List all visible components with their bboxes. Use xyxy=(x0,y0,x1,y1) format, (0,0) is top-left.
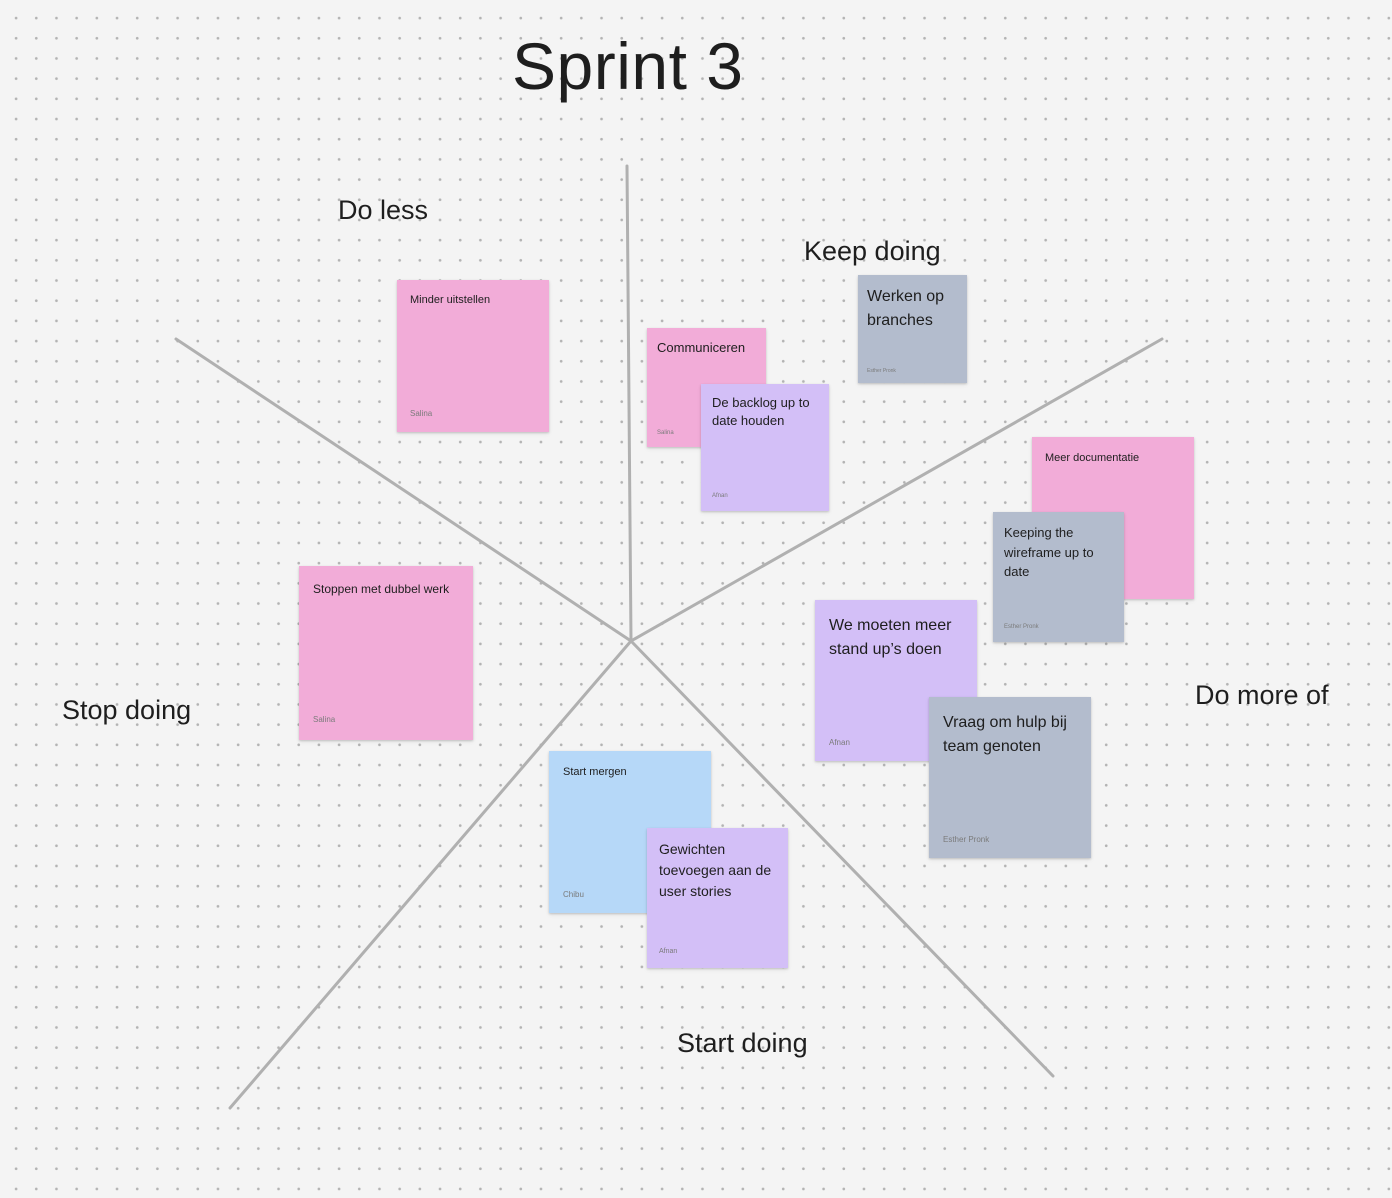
section-label-keep-doing[interactable]: Keep doing xyxy=(804,236,941,266)
sticky-note-text: Gewichten toevoegen aan de user stories xyxy=(659,841,772,899)
sticky-note-author: Esther Pronk xyxy=(867,368,896,374)
sticky-note-author: Afnan xyxy=(829,738,850,747)
sticky-note-author: Salina xyxy=(657,430,674,436)
sticky-note-wireframe[interactable]: Keeping the wireframe up to date Esther … xyxy=(993,512,1124,642)
sticky-note-text: Meer documentatie xyxy=(1045,452,1140,464)
sticky-note-text: Werken op branches xyxy=(867,288,945,329)
sticky-note-author: Salina xyxy=(313,715,336,724)
sticky-note-text: Minder uitstellen xyxy=(410,294,491,306)
divider-line-lower-right xyxy=(629,639,1055,1078)
board-title[interactable]: Sprint 3 xyxy=(512,29,744,103)
sticky-note-text: Communiceren xyxy=(657,340,746,355)
divider-line-upper-right xyxy=(629,337,1164,643)
sticky-note-author: Chibu xyxy=(563,890,584,899)
sticky-note-author: Esther Pronk xyxy=(1004,624,1039,630)
sticky-note-text: We moeten meer stand up’s doen xyxy=(829,617,952,658)
divider-line-lower-left xyxy=(228,639,633,1110)
sticky-note-text: De backlog up to date houden xyxy=(712,395,810,429)
sticky-note-gewichten[interactable]: Gewichten toevoegen aan de user stories … xyxy=(647,828,788,968)
sticky-note-backlog[interactable]: De backlog up to date houden Afnan xyxy=(701,384,829,511)
sticky-note-text: Keeping the wireframe up to date xyxy=(1004,525,1094,579)
sticky-note-text: Vraag om hulp bij team genoten xyxy=(943,714,1067,755)
sticky-note-hulp[interactable]: Vraag om hulp bij team genoten Esther Pr… xyxy=(929,697,1091,858)
section-label-start-doing[interactable]: Start doing xyxy=(677,1028,808,1058)
sticky-note-author: Afnan xyxy=(712,493,728,499)
sticky-note-author: Esther Pronk xyxy=(943,835,990,844)
sticky-note-author: Salina xyxy=(410,409,433,418)
sticky-note-text: Start mergen xyxy=(563,766,627,778)
sticky-note-werken-op-branches[interactable]: Werken op branches Esther Pronk xyxy=(858,275,967,383)
section-label-do-more-of[interactable]: Do more of xyxy=(1195,680,1329,710)
sticky-note-minder-uitstellen[interactable]: Minder uitstellen Salina xyxy=(397,280,549,432)
sticky-note-text: Stoppen met dubbel werk xyxy=(313,582,450,596)
sticky-note-dubbel-werk[interactable]: Stoppen met dubbel werk Salina xyxy=(299,566,473,740)
section-label-do-less[interactable]: Do less xyxy=(338,195,429,225)
divider-line-upper-left xyxy=(174,337,633,643)
divider-line-top xyxy=(625,164,633,643)
section-label-stop-doing[interactable]: Stop doing xyxy=(62,695,192,725)
sticky-note-author: Afnan xyxy=(659,948,678,955)
